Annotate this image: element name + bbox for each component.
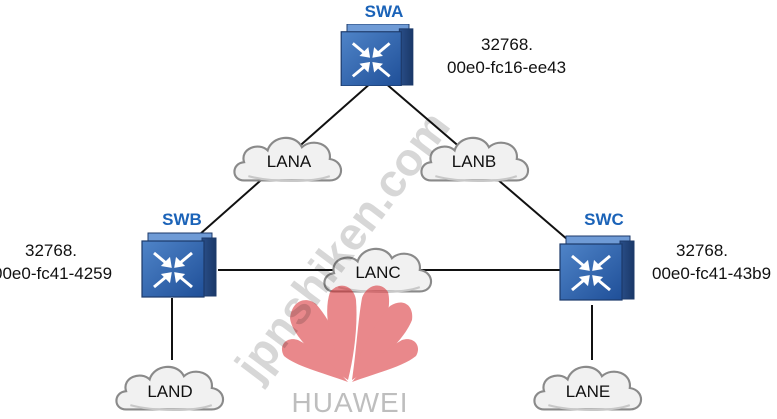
priority-text: 32768. [25, 241, 77, 260]
lan-cloud-lana: LANA [233, 136, 343, 183]
mac-text: 00e0-fc41-43b9 [652, 264, 771, 283]
priority-text: 32768. [676, 241, 728, 260]
huawei-logo: HUAWEI [281, 285, 419, 418]
lan-label-lane: LANE [566, 382, 610, 401]
lan-label-lanc: LANC [355, 263, 400, 282]
priority-text: 32768. [481, 35, 533, 54]
lan-label-lanb: LANB [452, 152, 496, 171]
huawei-flower-icon [281, 285, 419, 382]
bridge-id-swa: 32768. 00e0-fc16-ee43 [447, 35, 566, 77]
switch-swa: SWA [339, 2, 415, 86]
bridge-id-swb: 32768. 00e0-fc41-4259 [0, 241, 112, 283]
lan-cloud-lane: LANE [533, 365, 643, 412]
switch-label-swa: SWA [365, 2, 404, 21]
switch-label-swc: SWC [584, 210, 624, 229]
lan-cloud-lanb: LANB [420, 136, 530, 183]
mac-text: 00e0-fc16-ee43 [447, 58, 566, 77]
lan-label-land: LAND [147, 382, 192, 401]
huawei-wordmark: HUAWEI [292, 387, 409, 418]
bridge-id-swc: 32768. 00e0-fc41-43b9 [652, 241, 771, 283]
switch-icon [339, 24, 415, 86]
switch-icon [558, 234, 636, 302]
lan-cloud-lanc: LANC [323, 247, 433, 294]
switch-icon [140, 232, 218, 298]
switch-swb: SWB [140, 210, 218, 298]
mac-text: 00e0-fc41-4259 [0, 264, 112, 283]
lan-cloud-land: LAND [115, 365, 225, 412]
switch-swc: SWC [558, 210, 636, 302]
switch-label-swb: SWB [162, 210, 202, 229]
lan-label-lana: LANA [267, 152, 312, 171]
